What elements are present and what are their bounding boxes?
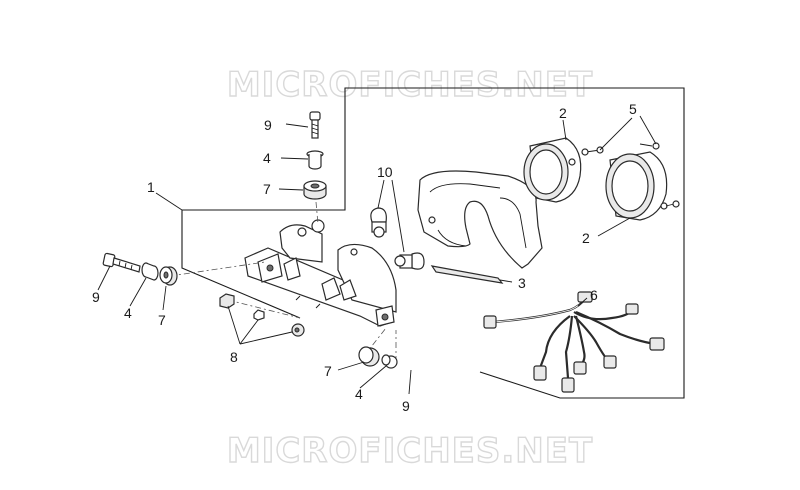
grommet-bottom [358, 346, 380, 367]
callout-10: 10 [377, 164, 393, 180]
callout-8: 8 [230, 349, 238, 365]
lamp-upper [523, 137, 582, 203]
callout-7-top: 7 [263, 181, 271, 197]
screw-5b [639, 142, 660, 150]
callout-2-upper: 2 [559, 105, 567, 121]
callout-1: 1 [147, 179, 155, 195]
screw-2b [665, 200, 680, 208]
callout-6: 6 [590, 287, 598, 303]
nut-2 [253, 309, 265, 321]
leader-lines [97, 115, 657, 395]
callout-7-bottom: 7 [324, 363, 332, 379]
callout-9-left: 9 [92, 289, 100, 305]
callout-2-lower: 2 [582, 230, 590, 246]
bolt-left [102, 252, 141, 273]
callout-3: 3 [518, 275, 526, 291]
callout-9-top: 9 [264, 117, 272, 133]
callout-9-bottom: 9 [402, 398, 410, 414]
wiring-harness [483, 291, 665, 393]
watermark-bottom: MICROFICHES.NET [227, 431, 593, 471]
callout-4-left: 4 [124, 305, 132, 321]
bushing-bottom [381, 354, 398, 369]
callout-7-left: 7 [158, 312, 166, 328]
headlight-bracket [244, 219, 397, 327]
lamp-lower [605, 151, 668, 221]
bushing-top [306, 150, 324, 170]
bulb-upper [370, 207, 387, 238]
grommet-top [303, 180, 327, 200]
grommet-left [159, 266, 178, 286]
screw-top [309, 111, 321, 139]
callout-5: 5 [629, 101, 637, 117]
bushing-left [141, 262, 159, 281]
nut-1 [219, 293, 235, 309]
callout-4-top: 4 [263, 150, 271, 166]
callout-labels: 1 2 2 3 4 4 4 5 6 7 7 7 8 9 9 9 10 [92, 101, 637, 414]
watermark-top: MICROFICHES.NET [227, 65, 593, 105]
assembly-frame [181, 87, 685, 399]
adhesive-strip [430, 265, 504, 284]
nut-3 [291, 323, 305, 337]
headlight-cover [417, 170, 543, 269]
bulb-lower [394, 252, 425, 270]
callout-4-bottom: 4 [355, 386, 363, 402]
